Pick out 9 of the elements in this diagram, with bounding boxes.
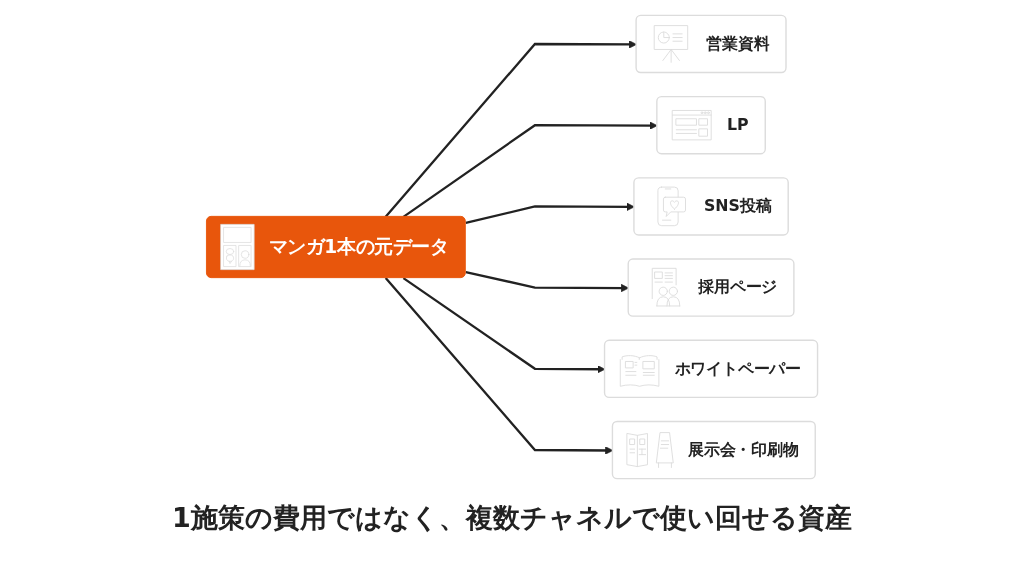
node-box: LP [656, 95, 766, 155]
node-box: SNS投稿 [633, 177, 789, 236]
node-box: 展示会・印刷物 [611, 420, 816, 480]
node-box: 営業資料 [635, 14, 787, 74]
node-box: ホワイトペーパー [603, 339, 819, 399]
caption: 1施策の費用ではなく、複数チャネルで使い回せる資産 [171, 501, 853, 535]
node-box: マンガ1本の元データ [205, 215, 466, 279]
node-box: 採用ページ [627, 258, 795, 317]
arrow [384, 40, 637, 218]
